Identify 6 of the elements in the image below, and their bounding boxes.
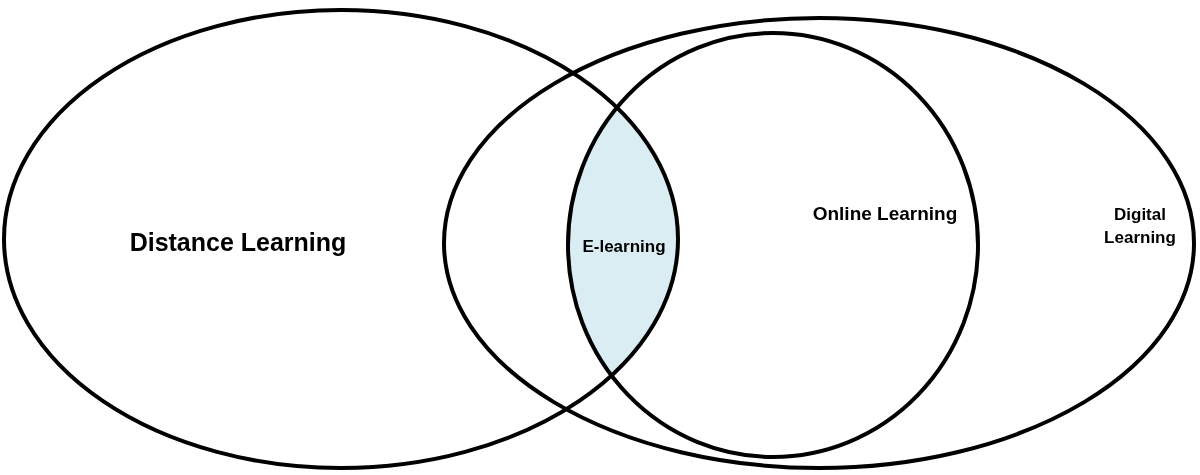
set-label: Distance Learning — [128, 227, 348, 258]
set-label: E-learning — [581, 236, 667, 258]
venn-ellipse — [442, 16, 1196, 470]
set-label: Digital Learning — [1103, 204, 1177, 249]
set-label: Online Learning — [811, 202, 959, 226]
venn-ellipse — [2, 8, 680, 470]
